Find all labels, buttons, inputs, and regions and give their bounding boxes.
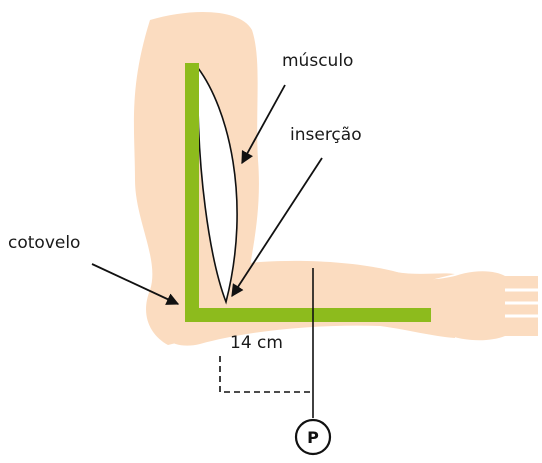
upper-bone — [185, 63, 199, 322]
label-muscle: músculo — [282, 51, 353, 71]
distance-dashed-line — [220, 356, 313, 392]
hand — [445, 271, 538, 340]
label-elbow: cotovelo — [8, 233, 80, 253]
label-insertion: inserção — [290, 125, 362, 145]
label-distance: 14 cm — [230, 333, 283, 353]
forearm-bone — [185, 308, 431, 322]
forearm — [158, 261, 455, 346]
label-weight: P — [307, 428, 319, 447]
